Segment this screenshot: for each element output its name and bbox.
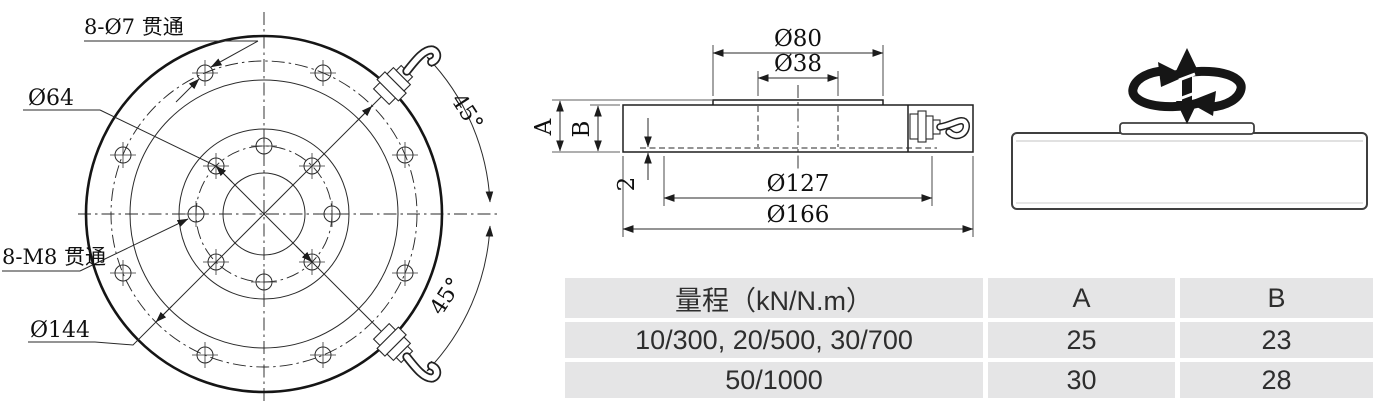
spec-header-b: B [1180, 278, 1373, 318]
front-view: 8-Ø7 贯通 Ø64 8-M8 贯通 Ø144 45° 45° [2, 12, 500, 404]
dimension-lines [556, 49, 974, 233]
spec-row2-b: 28 [1180, 362, 1373, 398]
spec-header-a: A [988, 278, 1175, 318]
label-angle-upper: 45° [445, 89, 487, 135]
product-body [1011, 132, 1368, 210]
spec-table: 量程（kN/N.m） A B 10/300, 20/500, 30/700 25… [565, 278, 1373, 398]
spec-row2-a: 30 [988, 362, 1175, 398]
label-outer-dia: Ø166 [767, 202, 830, 228]
leader-lines [2, 40, 259, 343]
spec-row2-range: 50/1000 [565, 362, 983, 398]
label-center-hub-dia: Ø38 [774, 51, 822, 77]
body-outline [622, 104, 974, 153]
spec-row1-range: 10/300, 20/500, 30/700 [565, 322, 983, 358]
label-angle-lower: 45° [425, 273, 467, 319]
top-boss-outline [712, 99, 884, 105]
label-outer-holes: 8-Ø7 贯通 [84, 15, 184, 39]
label-top-plate-dia: Ø80 [774, 26, 822, 52]
label-recess-depth: 2 [614, 177, 640, 192]
side-cable-gland [909, 110, 970, 143]
product-boss [1119, 122, 1255, 135]
label-body-height: B [569, 121, 595, 138]
outer-body-circle [84, 34, 444, 394]
side-view: Ø80 Ø38 A B 2 Ø127 Ø166 [531, 26, 974, 237]
iso-view [1011, 48, 1368, 210]
spec-row1-a: 25 [988, 322, 1175, 358]
axial-arrow [1176, 48, 1198, 124]
extension-lines [552, 45, 974, 237]
spec-header-range: 量程（kN/N.m） [565, 278, 983, 318]
force-torque-arrows [1128, 48, 1246, 124]
label-inner-bolt-circle-dia: Ø64 [28, 86, 74, 111]
cable-gland-bottom [372, 322, 442, 383]
label-total-height: A [531, 118, 557, 136]
spec-row1-b: 23 [1180, 322, 1373, 358]
rotation-arrow-right [1173, 66, 1246, 112]
label-inner-holes: 8-M8 贯通 [2, 245, 106, 269]
center-hub-circle [222, 172, 306, 256]
label-recess-dia: Ø127 [767, 171, 830, 197]
angle-dimensions [426, 56, 494, 372]
diagonal-dimension-lines [94, 82, 416, 366]
boss-circle-80 [178, 128, 350, 300]
recess-circle-127 [129, 79, 399, 349]
bolt-circle-144 [110, 60, 418, 368]
rotation-arrow-left [1128, 66, 1201, 112]
cable-gland-top [372, 45, 442, 106]
label-outer-bolt-circle-dia: Ø144 [30, 318, 90, 343]
